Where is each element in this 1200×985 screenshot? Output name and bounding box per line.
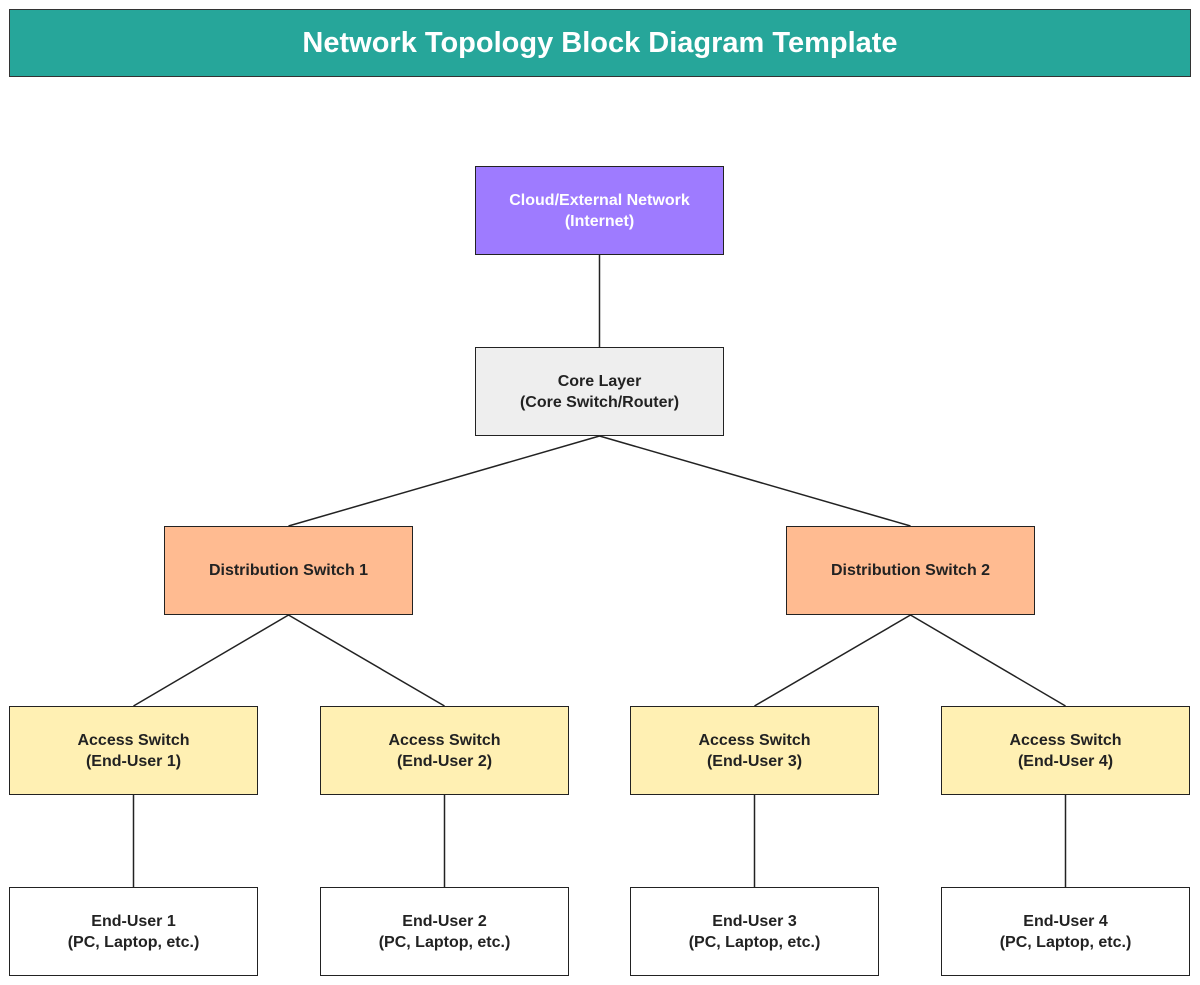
node-distribution-switch-1[interactable]: Distribution Switch 1	[164, 526, 413, 615]
node-sublabel: (End-User 2)	[396, 752, 493, 770]
diagram-title: Network Topology Block Diagram Template	[9, 9, 1191, 77]
node-sublabel: (Core Switch/Router)	[519, 393, 680, 411]
node-core-layer[interactable]: Core Layer (Core Switch/Router)	[475, 347, 724, 436]
connector-core-dist1	[288, 435, 600, 527]
node-access-switch-1[interactable]: Access Switch (End-User 1)	[9, 706, 258, 795]
node-sublabel: (PC, Laptop, etc.)	[999, 933, 1132, 951]
node-sublabel: (End-User 4)	[1017, 752, 1114, 770]
node-label: Access Switch	[698, 731, 811, 749]
node-cloud-external-network[interactable]: Cloud/External Network (Internet)	[475, 166, 724, 255]
node-sublabel: (End-User 1)	[85, 752, 182, 770]
node-label: Access Switch	[1009, 731, 1122, 749]
connector-dist2-acc4	[910, 614, 1066, 707]
connector-dist1-acc2	[288, 614, 445, 707]
node-label: Distribution Switch 2	[830, 562, 991, 579]
node-label: End-User 1	[91, 912, 176, 930]
node-access-switch-3[interactable]: Access Switch (End-User 3)	[630, 706, 879, 795]
node-end-user-2[interactable]: End-User 2 (PC, Laptop, etc.)	[320, 887, 569, 976]
node-label: Distribution Switch 1	[208, 562, 369, 579]
connector-dist1-acc1	[133, 614, 289, 707]
node-sublabel: (PC, Laptop, etc.)	[67, 933, 200, 951]
node-access-switch-4[interactable]: Access Switch (End-User 4)	[941, 706, 1190, 795]
node-label: Core Layer	[557, 372, 642, 390]
node-end-user-3[interactable]: End-User 3 (PC, Laptop, etc.)	[630, 887, 879, 976]
node-distribution-switch-2[interactable]: Distribution Switch 2	[786, 526, 1035, 615]
connector-dist2-acc3	[754, 614, 911, 707]
node-label: End-User 3	[712, 912, 797, 930]
node-access-switch-2[interactable]: Access Switch (End-User 2)	[320, 706, 569, 795]
node-label: Access Switch	[388, 731, 501, 749]
node-label: End-User 2	[402, 912, 487, 930]
node-sublabel: (PC, Laptop, etc.)	[688, 933, 821, 951]
node-sublabel: (PC, Laptop, etc.)	[378, 933, 511, 951]
node-sublabel: (Internet)	[564, 212, 635, 230]
node-end-user-1[interactable]: End-User 1 (PC, Laptop, etc.)	[9, 887, 258, 976]
node-label: Cloud/External Network	[509, 191, 690, 209]
connector-core-dist2	[599, 435, 911, 527]
node-label: End-User 4	[1023, 912, 1108, 930]
node-end-user-4[interactable]: End-User 4 (PC, Laptop, etc.)	[941, 887, 1190, 976]
node-sublabel: (End-User 3)	[706, 752, 803, 770]
node-label: Access Switch	[77, 731, 190, 749]
